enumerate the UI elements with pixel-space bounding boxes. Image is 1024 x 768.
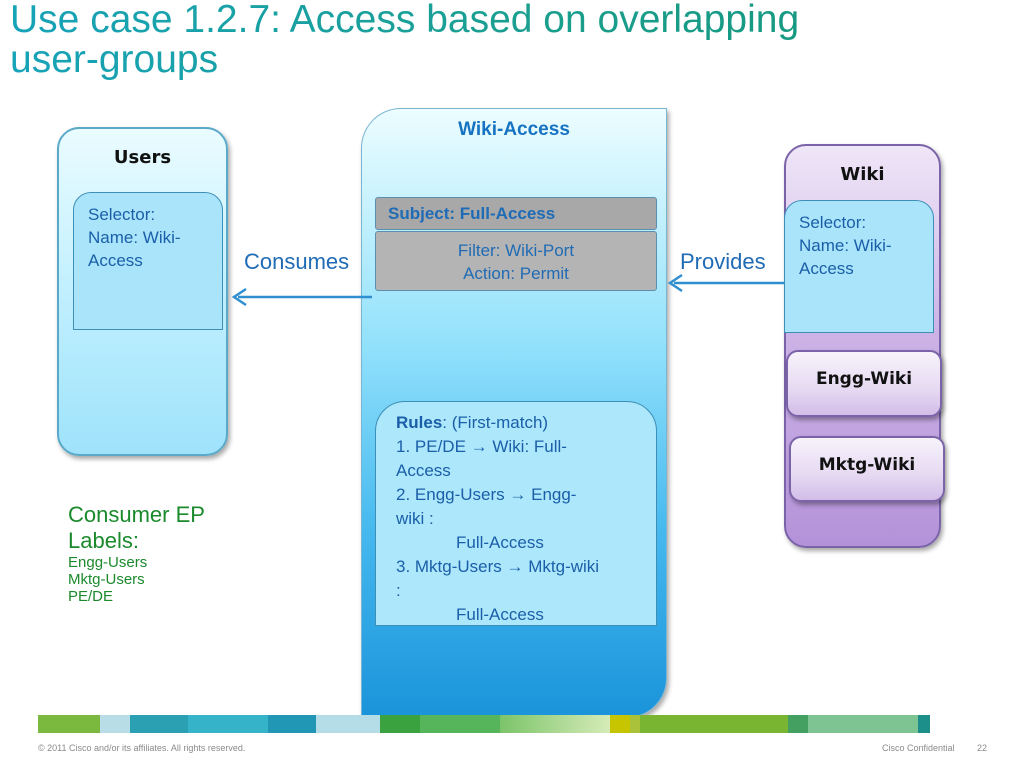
action-line: Action: Permit [463, 264, 569, 283]
rule-3-line1: 3. Mktg-Users → Mktg-wiki [396, 557, 600, 576]
users-title: Users [113, 147, 172, 168]
rule-2-line1: 2. Engg-Users → Engg- [396, 485, 577, 504]
rule-1-line1: 1. PE/DE → Wiki: Full- [396, 437, 567, 456]
users-selector-line1: Selector: [88, 205, 156, 224]
consumer-ep-labels: Consumer EP Labels: Engg-Users Mktg-User… [68, 502, 205, 605]
rule-3-line2: : [396, 581, 401, 600]
consumer-label-item: Engg-Users [68, 554, 148, 571]
users-selector-box: Selector: Name: Wiki- Access [73, 192, 223, 330]
consumer-label-item: PE/DE [68, 588, 114, 605]
rules-label: Rules [396, 413, 443, 432]
wiki-selector-box: Selector: Name: Wiki- Access [784, 200, 934, 333]
provides-label: Provides [680, 249, 766, 274]
consumer-label-item: Mktg-Users [68, 571, 145, 588]
rules-mode: : (First-match) [442, 413, 549, 432]
filter-box: Filter: Wiki-Port Action: Permit [375, 231, 657, 291]
rule-2-line3: Full-Access [456, 533, 544, 552]
consumes-arrow [231, 287, 372, 307]
subject-bar: Subject: Full-Access [375, 197, 657, 230]
consumer-labels-heading1: Consumer EP [68, 502, 205, 527]
rule-2-line2: wiki : [396, 509, 434, 528]
rule-1-line2: Access [396, 461, 451, 480]
wiki-selector-line2: Name: Wiki- [799, 236, 892, 255]
users-panel: Users Selector: Name: Wiki- Access [57, 127, 228, 456]
engg-wiki-group: Engg-Wiki [786, 350, 942, 417]
wiki-title: Wiki [840, 164, 885, 185]
wiki-selector-line1: Selector: [799, 213, 867, 232]
confidential-text: Cisco Confidential [882, 743, 955, 753]
rules-header: Rules: (First-match) [396, 411, 636, 435]
wiki-selector-line3: Access [799, 259, 854, 278]
provides-arrow [667, 273, 784, 293]
users-selector-line3: Access [88, 251, 143, 270]
consumer-labels-heading2: Labels: [68, 528, 139, 553]
mktg-wiki-group: Mktg-Wiki [789, 436, 945, 502]
users-selector-line2: Name: Wiki- [88, 228, 181, 247]
page-number: 22 [977, 743, 988, 753]
rule-3-line3: Full-Access [456, 605, 544, 624]
consumes-label: Consumes [244, 249, 350, 274]
bottom-color-band [38, 715, 988, 733]
rules-box: Rules: (First-match) 1. PE/DE → Wiki: Fu… [375, 401, 657, 626]
filter-line: Filter: Wiki-Port [457, 241, 575, 260]
copyright-text: © 2011 Cisco and/or its affiliates. All … [38, 743, 246, 753]
wiki-access-title: Wiki-Access [458, 119, 570, 140]
